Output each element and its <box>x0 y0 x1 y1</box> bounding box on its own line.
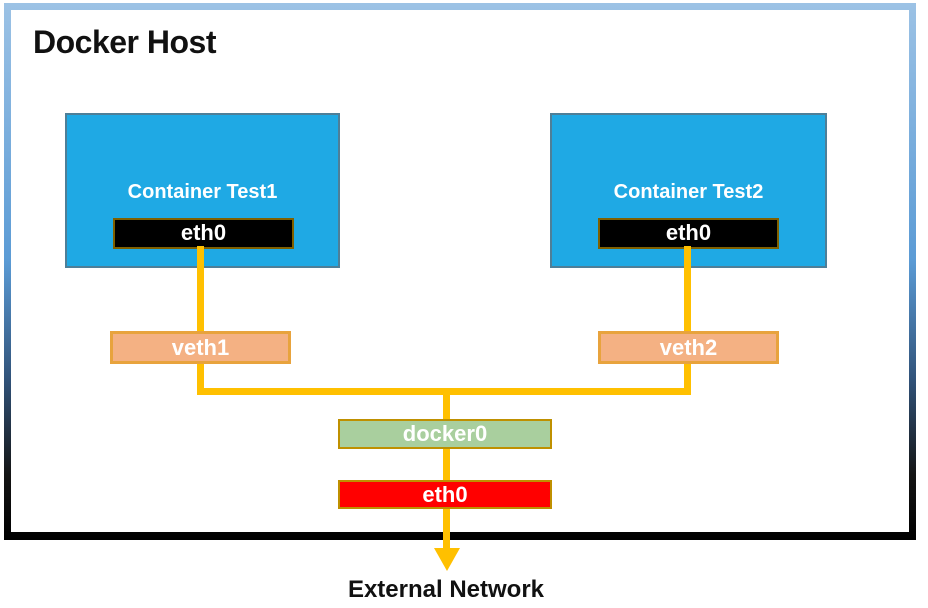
container-test2-box: Container Test2 eth0 <box>550 113 827 268</box>
veth1-box: veth1 <box>110 331 291 364</box>
host-eth0-box: eth0 <box>338 480 552 509</box>
link-line-eth0-to-veth2 <box>684 246 691 395</box>
container-test1-label: Container Test1 <box>127 181 278 203</box>
container-test2-label: Container Test2 <box>613 181 764 203</box>
container-test1-eth0-box: eth0 <box>113 218 294 249</box>
docker-host-frame <box>4 3 916 540</box>
arrow-down-icon <box>434 548 460 571</box>
veth2-box: veth2 <box>598 331 779 364</box>
link-line-bridge-to-external <box>443 390 450 548</box>
external-network-label: External Network <box>347 576 545 603</box>
container-test1-box: Container Test1 eth0 <box>65 113 340 268</box>
container-test2-eth0-box: eth0 <box>598 218 779 249</box>
link-line-eth0-to-veth1 <box>197 246 204 395</box>
docker-host-frame-inner <box>11 10 909 532</box>
docker0-bridge-box: docker0 <box>338 419 552 449</box>
docker-host-title: Docker Host <box>33 24 217 60</box>
